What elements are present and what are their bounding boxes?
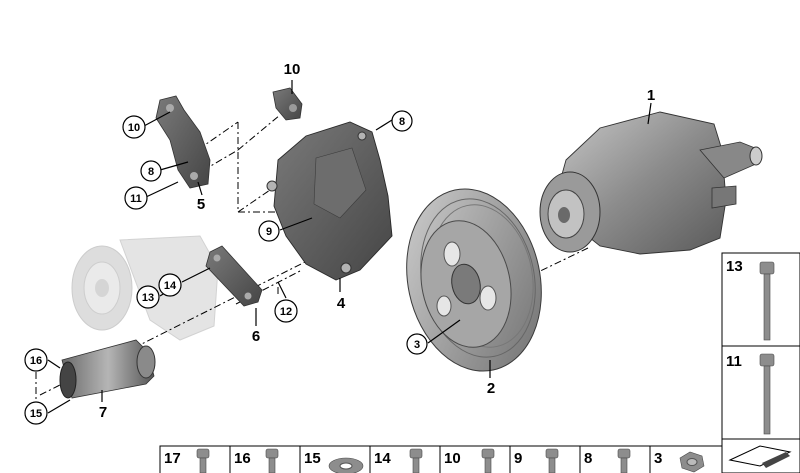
long-bolt-icon xyxy=(759,261,775,341)
bolt-icon xyxy=(545,448,559,473)
hardware-label-9: 9 xyxy=(514,450,522,467)
pulley xyxy=(406,188,542,372)
callout-3: 3 xyxy=(406,333,428,355)
callout-1: 1 xyxy=(647,87,655,104)
bolt-icon xyxy=(481,448,495,473)
washer-icon xyxy=(328,457,364,473)
callout-4: 4 xyxy=(337,295,346,312)
callout-16: 15 xyxy=(24,401,48,425)
svg-text:15: 15 xyxy=(30,408,42,420)
svg-text:10: 10 xyxy=(128,122,140,134)
hardware-label-14: 14 xyxy=(374,450,391,467)
hardware-label-10: 10 xyxy=(444,450,461,467)
svg-text:14: 14 xyxy=(164,280,177,292)
svg-text:9: 9 xyxy=(266,226,272,238)
spacer-plate xyxy=(205,245,263,307)
hardware-label-13: 13 xyxy=(726,258,743,275)
svg-text:11: 11 xyxy=(130,193,142,205)
svg-text:13: 13 xyxy=(142,292,154,304)
callout-11: 11 xyxy=(124,186,148,210)
bracket-clip xyxy=(272,87,303,121)
vibration-damper xyxy=(59,339,156,399)
callout-7: 7 xyxy=(99,404,107,421)
callout-8-bracket: 8 xyxy=(391,110,413,132)
callout-5: 5 xyxy=(197,196,205,213)
callout-15: 14 xyxy=(158,273,182,297)
bottom-hardware-strip: 17 16 15 14 10 9 8 3 xyxy=(159,445,723,473)
svg-text:8: 8 xyxy=(148,166,154,178)
svg-text:12: 12 xyxy=(280,306,292,318)
bolt-icon xyxy=(617,448,631,473)
callouts: 1 2 4 5 6 7 10 xyxy=(99,61,655,421)
callout-12: 10 xyxy=(284,61,301,78)
hardware-label-17: 17 xyxy=(164,450,181,467)
callout-2: 2 xyxy=(487,380,495,397)
callout-13: 12 xyxy=(274,299,298,323)
callout-10: 10 xyxy=(122,115,146,139)
callout-6: 6 xyxy=(252,328,260,345)
bolt-icon xyxy=(196,448,210,473)
hardware-label-16: 16 xyxy=(234,450,251,467)
support-arm xyxy=(155,95,211,189)
long-bolt-icon xyxy=(759,353,775,435)
svg-text:3: 3 xyxy=(414,339,420,351)
hardware-label-11: 11 xyxy=(726,353,742,370)
callout-14: 13 xyxy=(136,285,160,309)
hardware-label-8: 8 xyxy=(584,450,592,467)
shim-icon xyxy=(728,445,792,468)
bolt-icon xyxy=(409,448,423,473)
callout-9: 9 xyxy=(258,220,280,242)
side-hardware-panel: 13 11 xyxy=(721,252,800,473)
hardware-label-3: 3 xyxy=(654,450,662,467)
svg-text:16: 16 xyxy=(30,355,42,367)
power-steering-pump xyxy=(539,111,763,255)
svg-text:8: 8 xyxy=(399,116,405,128)
bolt-icon xyxy=(265,448,279,473)
pump-bracket xyxy=(266,121,393,281)
callout-8-arm: 8 xyxy=(140,160,162,182)
circled-callouts: 3 8 8 9 10 11 12 13 xyxy=(24,110,428,425)
hardware-label-15: 15 xyxy=(304,450,321,467)
callout-17: 16 xyxy=(24,348,48,372)
hex-nut-icon xyxy=(679,451,705,473)
